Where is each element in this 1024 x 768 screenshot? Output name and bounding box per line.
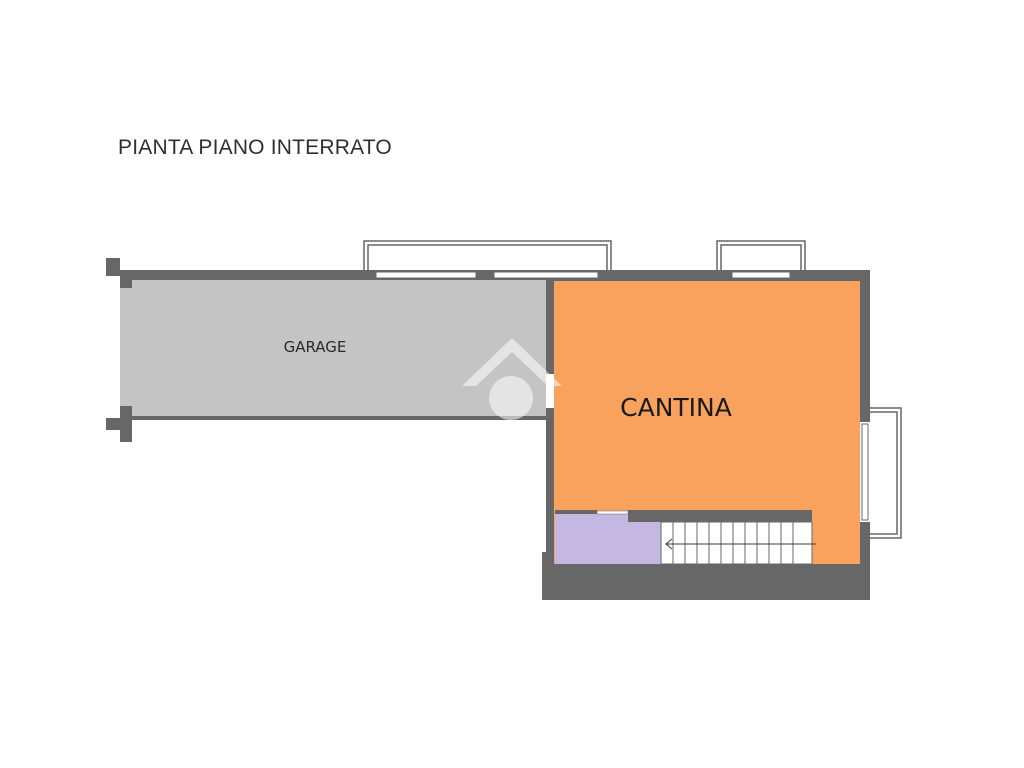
- garage-pillar-top: [106, 258, 132, 288]
- storage-top-wall-right: [628, 510, 812, 522]
- light-well-right-inner: [720, 244, 802, 270]
- cantina-left-wall-lower: [542, 552, 554, 566]
- light-wells: [363, 240, 902, 539]
- window-cantina-right: [861, 423, 869, 521]
- windows: [375, 271, 869, 521]
- cantina-right-wall-lower: [860, 522, 870, 600]
- garage-cantina-wall-lower: [546, 408, 554, 554]
- staircase-area: [660, 521, 813, 565]
- garage-pillar-bottom: [106, 406, 132, 442]
- storage-top-wall: [555, 510, 597, 514]
- staircase: [660, 521, 816, 565]
- garage-top-wall: [120, 270, 550, 280]
- interior-door: [546, 374, 554, 408]
- window-garage-2: [493, 271, 599, 279]
- garage-floor: [120, 280, 550, 416]
- cantina-right-wall: [860, 270, 870, 422]
- storage-side-wall: [628, 510, 634, 522]
- light-well-left-inner: [367, 244, 608, 270]
- window-storage: [596, 510, 629, 515]
- stair-direction-arrow: [665, 538, 816, 550]
- storage-floor: [555, 514, 661, 564]
- light-well-left: [363, 240, 612, 270]
- plan-title: PIANTA PIANO INTERRATO: [118, 136, 392, 159]
- cantina-label: CANTINA: [620, 393, 732, 422]
- light-well-right: [716, 240, 806, 270]
- window-cantina-top: [731, 271, 791, 279]
- bottom-wall: [542, 564, 870, 600]
- light-well-side-inner: [870, 411, 898, 535]
- walls: [106, 258, 870, 600]
- garage-bottom-wall: [120, 416, 550, 420]
- garage-label: GARAGE: [284, 338, 347, 356]
- garage-cantina-wall: [546, 280, 554, 374]
- stair-treads: [672, 522, 794, 564]
- light-well-side: [870, 407, 902, 539]
- window-garage-1: [375, 271, 477, 279]
- cantina-top-wall: [550, 270, 870, 281]
- watermark-logo: [462, 338, 562, 420]
